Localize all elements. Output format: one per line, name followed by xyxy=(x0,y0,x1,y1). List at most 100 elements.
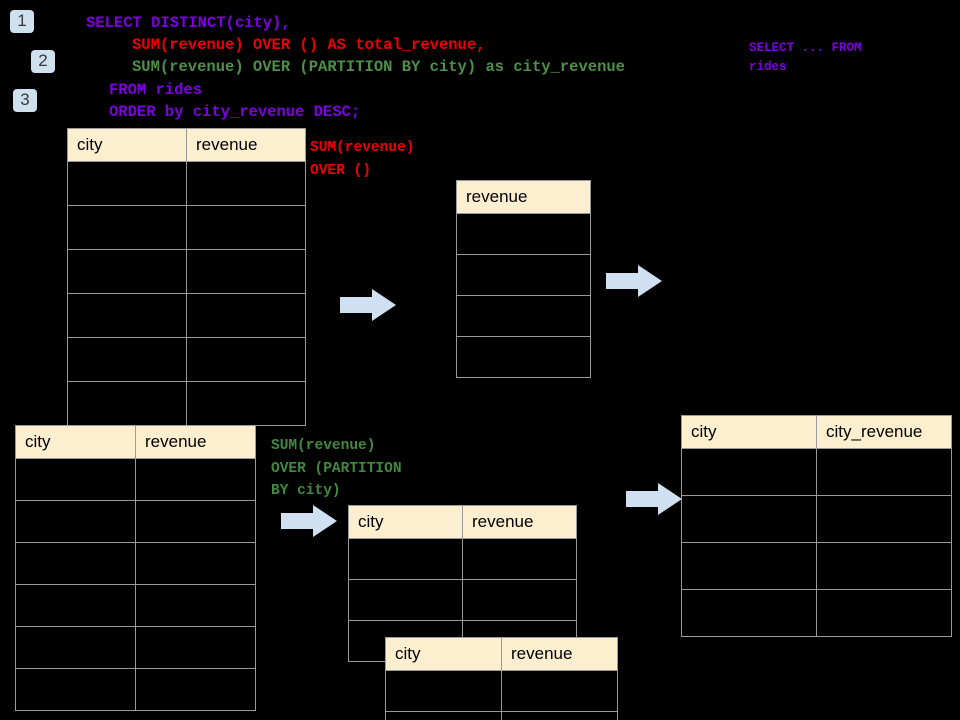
table-row xyxy=(681,542,952,590)
table-row xyxy=(15,626,256,669)
table-cell xyxy=(186,161,306,206)
table-cell xyxy=(501,711,618,720)
table-cell xyxy=(385,711,502,720)
table-row xyxy=(67,337,306,382)
table-row xyxy=(15,458,256,501)
arrow-shaft xyxy=(340,297,374,313)
table-cell xyxy=(385,670,502,712)
table-cell xyxy=(681,495,817,543)
column-header: city xyxy=(15,425,136,459)
side-note-select-from-rides: SELECT ... FROM rides xyxy=(749,41,862,74)
table-row xyxy=(15,668,256,711)
arrow-shaft xyxy=(281,513,315,529)
arrow-head xyxy=(658,483,682,515)
table-row xyxy=(67,381,306,426)
table-cell xyxy=(816,542,952,590)
table-cell xyxy=(186,249,306,294)
step-badge-1: 1 xyxy=(10,10,34,33)
table-cell xyxy=(135,542,256,585)
arrow-head xyxy=(313,505,337,537)
table-cell xyxy=(67,249,187,294)
table-cell xyxy=(15,626,136,669)
table-row xyxy=(456,336,591,378)
arrow-rides-to-city-partition xyxy=(281,505,337,537)
step-badge-2: 2 xyxy=(31,50,55,73)
table-cell xyxy=(186,293,306,338)
annotation-1: SUM(revenue) OVER () xyxy=(310,140,415,179)
table-row xyxy=(681,495,952,543)
table-cell xyxy=(15,584,136,627)
table-cell xyxy=(186,205,306,250)
table-cell xyxy=(135,668,256,711)
column-header: revenue xyxy=(462,505,577,539)
table-cell xyxy=(462,538,577,580)
arrow-head xyxy=(372,289,396,321)
table-cell xyxy=(456,213,591,255)
table-row xyxy=(348,538,577,580)
table-cell xyxy=(348,579,463,621)
table-row xyxy=(348,579,577,621)
table-cell xyxy=(67,293,187,338)
column-header: city xyxy=(67,128,187,162)
table-cell xyxy=(15,500,136,543)
total-revenue-table: revenue xyxy=(456,180,591,378)
table-row xyxy=(67,249,306,294)
table-row xyxy=(67,205,306,250)
table-row xyxy=(456,213,591,255)
table-cell xyxy=(67,205,187,250)
table-cell xyxy=(816,589,952,637)
table-row xyxy=(385,670,618,712)
sql-line-5: ORDER by city_revenue DESC; xyxy=(109,103,361,121)
arrow-total-revenue-to-result xyxy=(606,265,662,297)
column-header: revenue xyxy=(186,128,306,162)
table-cell xyxy=(15,668,136,711)
table-cell xyxy=(15,458,136,501)
sql-line-1: SELECT DISTINCT(city), xyxy=(86,14,291,32)
table-row xyxy=(456,295,591,337)
column-header: revenue xyxy=(501,637,618,671)
table-cell xyxy=(816,448,952,496)
annotation-2: SUM(revenue) OVER (PARTITION BY city) xyxy=(271,438,402,499)
column-header: city xyxy=(681,415,817,449)
table-row xyxy=(15,542,256,585)
table-cell xyxy=(681,542,817,590)
table-cell xyxy=(456,295,591,337)
sql-line-4: FROM rides xyxy=(109,81,203,99)
table-cell xyxy=(186,337,306,382)
table-cell xyxy=(186,381,306,426)
sql-line-2: SUM(revenue) OVER () AS total_revenue, xyxy=(132,36,486,54)
table-cell xyxy=(135,458,256,501)
arrow-shaft xyxy=(606,273,640,289)
table-cell xyxy=(67,337,187,382)
arrow-head xyxy=(638,265,662,297)
arrow-rides-to-total-revenue xyxy=(340,289,396,321)
table-row xyxy=(385,711,618,720)
table-cell xyxy=(681,589,817,637)
column-header: revenue xyxy=(135,425,256,459)
table-row xyxy=(67,293,306,338)
table-cell xyxy=(456,336,591,378)
table-cell xyxy=(135,626,256,669)
step-badge-3: 3 xyxy=(13,89,37,112)
table-cell xyxy=(462,579,577,621)
table-row xyxy=(15,584,256,627)
arrow-city-partition-to-result xyxy=(626,483,682,515)
column-header: revenue xyxy=(456,180,591,214)
table-cell xyxy=(501,670,618,712)
table-cell xyxy=(456,254,591,296)
table-row xyxy=(681,448,952,496)
table-cell xyxy=(816,495,952,543)
table-cell xyxy=(67,381,187,426)
sql-line-3: SUM(revenue) OVER (PARTITION BY city) as… xyxy=(132,58,625,76)
table-cell xyxy=(348,538,463,580)
